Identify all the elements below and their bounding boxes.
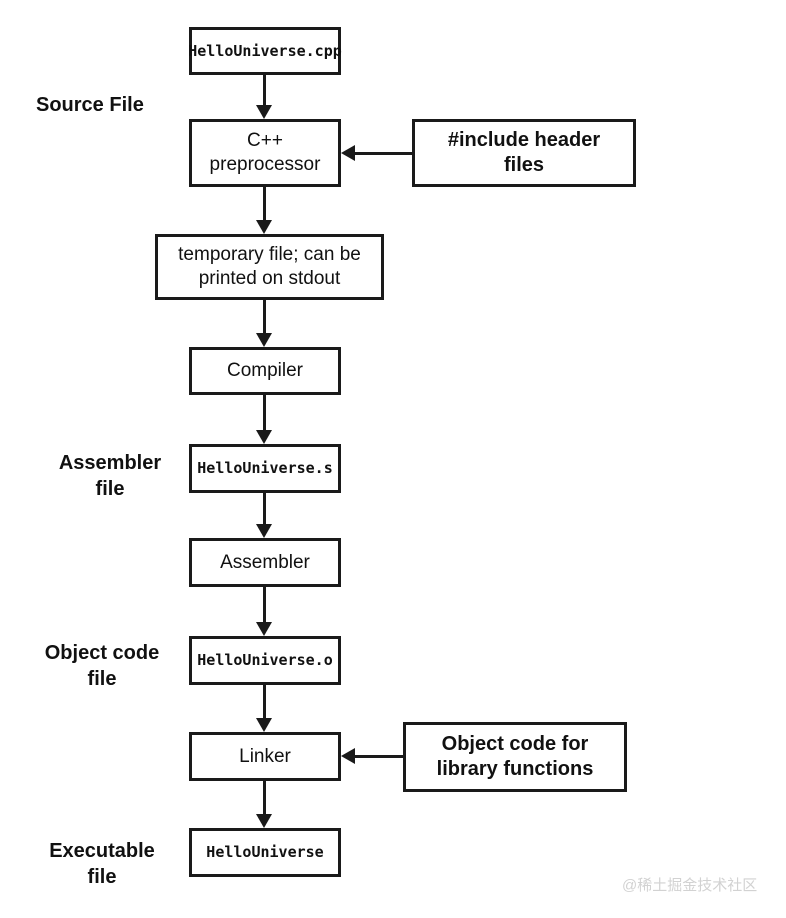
arrow-compiler-to-asmfile-stem — [263, 395, 266, 431]
arrow-tempfile-to-compiler-head — [256, 333, 272, 347]
arrow-assembler-to-objfile-head — [256, 622, 272, 636]
arrow-preprocessor-to-tempfile-head — [256, 220, 272, 234]
watermark-text: @稀土掘金技术社区 — [622, 877, 758, 894]
node-compiler[interactable]: Compiler — [189, 347, 341, 395]
arrow-objfile-to-linker-stem — [263, 685, 266, 719]
node-cpp-preprocessor[interactable]: C++ preprocessor — [189, 119, 341, 187]
arrow-includeheaders-to-preprocessor-head — [341, 145, 355, 161]
node-include-header-files[interactable]: #include header files — [412, 119, 636, 187]
node-hellouniverse-s[interactable]: HelloUniverse.s — [189, 444, 341, 493]
node-linker[interactable]: Linker — [189, 732, 341, 781]
node-assembler[interactable]: Assembler — [189, 538, 341, 587]
arrow-preprocessor-to-tempfile-stem — [263, 187, 266, 222]
node-hellouniverse-o[interactable]: HelloUniverse.o — [189, 636, 341, 685]
node-temporary-file[interactable]: temporary file; can be printed on stdout — [155, 234, 384, 300]
arrow-objfile-to-linker-head — [256, 718, 272, 732]
stage-label-executable-file: Executable file — [49, 840, 155, 888]
arrow-asmfile-to-assembler-stem — [263, 493, 266, 526]
stage-label-object-code-file: Object code file — [44, 642, 160, 690]
node-hellouniverse-cpp[interactable]: HelloUniverse.cpp — [188, 27, 342, 75]
arrow-objectcodelibrary-to-linker-head — [341, 748, 355, 764]
stage-label-source-file: Source File — [36, 94, 144, 116]
arrow-tempfile-to-compiler-stem — [263, 300, 266, 335]
arrow-linker-to-executable-stem — [263, 781, 266, 815]
arrow-objectcodelibrary-to-linker-stem — [355, 755, 404, 758]
arrow-cpp-to-preprocessor-stem — [263, 75, 266, 107]
node-object-code-library[interactable]: Object code for library functions — [403, 722, 627, 792]
node-hellouniverse[interactable]: HelloUniverse — [189, 828, 341, 877]
arrow-cpp-to-preprocessor-head — [256, 105, 272, 119]
arrow-compiler-to-asmfile-head — [256, 430, 272, 444]
arrow-linker-to-executable-head — [256, 814, 272, 828]
arrow-includeheaders-to-preprocessor-stem — [355, 152, 413, 155]
stage-label-assembler-file: Assembler file — [58, 452, 162, 500]
arrow-asmfile-to-assembler-head — [256, 524, 272, 538]
arrow-assembler-to-objfile-stem — [263, 587, 266, 623]
